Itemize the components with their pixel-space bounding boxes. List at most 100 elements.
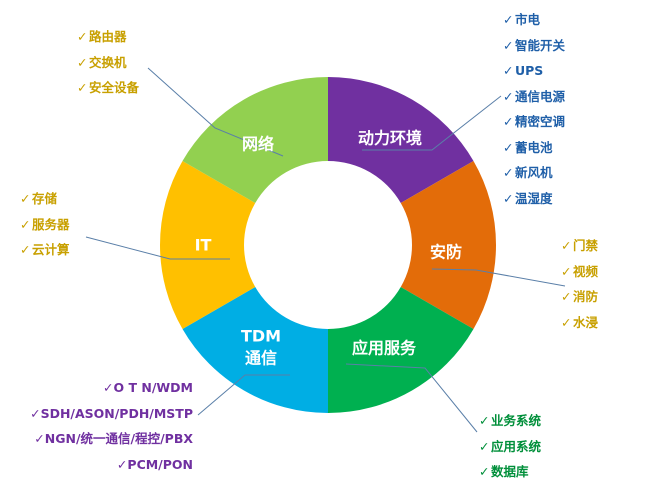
leader-line-security <box>431 268 566 287</box>
leader-lines <box>85 67 566 433</box>
list-item-label: 温湿度 <box>515 190 553 206</box>
list-item: ✓智能开关 <box>503 33 565 59</box>
list-item: ✓云计算 <box>20 237 70 263</box>
application-service-list: ✓业务系统✓应用系统✓数据库 <box>479 408 541 485</box>
check-icon: ✓ <box>561 314 572 330</box>
check-icon: ✓ <box>503 88 514 104</box>
list-item-label: NGN/统一通信/程控/PBX <box>44 431 193 446</box>
list-item: ✓消防 <box>561 284 598 310</box>
list-item: ✓市电 <box>503 7 565 33</box>
leader-line-power <box>362 95 502 151</box>
segment-label-service: 应用服务 <box>352 339 417 358</box>
security-list: ✓门禁✓视频✓消防✓水浸 <box>561 233 598 335</box>
segment-label-tdm-line2: 通信 <box>245 349 277 368</box>
list-item-label: 存储 <box>32 191 58 206</box>
list-item-label: 精密空调 <box>515 114 566 129</box>
list-item-label: 水浸 <box>573 314 599 330</box>
list-item-label: SDH/ASON/PDH/MSTP <box>40 405 193 421</box>
list-item-label: 门禁 <box>573 238 599 253</box>
list-item-label: 业务系统 <box>491 413 542 428</box>
check-icon: ✓ <box>77 54 88 70</box>
list-item-label: 蓄电池 <box>515 139 553 155</box>
list-item: ✓PCM/PON <box>29 452 193 478</box>
check-icon: ✓ <box>77 80 88 95</box>
list-item: ✓NGN/统一通信/程控/PBX <box>29 426 193 452</box>
list-item-label: 云计算 <box>32 242 70 257</box>
check-icon: ✓ <box>561 238 572 253</box>
check-icon: ✓ <box>479 438 490 454</box>
check-icon: ✓ <box>34 431 45 446</box>
list-item-label: 应用系统 <box>491 438 542 454</box>
list-item-label: 安全设备 <box>89 80 140 95</box>
check-icon: ✓ <box>503 12 514 27</box>
check-icon: ✓ <box>503 190 514 206</box>
list-item: ✓O T N/WDM <box>29 375 193 401</box>
check-icon: ✓ <box>20 242 31 257</box>
list-item: ✓新风机 <box>503 160 565 186</box>
check-icon: ✓ <box>20 191 31 206</box>
ring-segment-network <box>182 287 328 413</box>
list-item-label: O T N/WDM <box>113 380 194 395</box>
check-icon: ✓ <box>503 37 514 53</box>
list-item: ✓安全设备 <box>77 75 139 101</box>
check-icon: ✓ <box>479 464 490 479</box>
segment-label-network: 网络 <box>242 135 274 154</box>
check-icon: ✓ <box>503 114 514 129</box>
list-item: ✓应用系统 <box>479 434 541 460</box>
ring-segment-service <box>328 77 474 203</box>
segment-label-tdm-line1: TDM <box>241 327 281 346</box>
check-icon: ✓ <box>561 289 572 304</box>
list-item: ✓精密空调 <box>503 109 565 135</box>
list-item-label: 市电 <box>515 12 541 27</box>
ring-segments <box>160 77 496 413</box>
list-item-label: 视频 <box>573 263 599 279</box>
list-item-label: 新风机 <box>515 165 553 180</box>
list-item-label: 智能开关 <box>515 37 566 53</box>
list-item: ✓路由器 <box>77 24 139 50</box>
segment-labels: 网络 动力环境 安防 应用服务 TDM 通信 IT <box>195 129 462 368</box>
ring-segment-security <box>182 77 328 203</box>
list-item: ✓水浸 <box>561 310 598 336</box>
leader-line-service <box>345 363 478 433</box>
segment-label-security: 安防 <box>430 243 462 262</box>
check-icon: ✓ <box>503 63 514 78</box>
ring-segment-it <box>328 287 474 413</box>
ring-segment-tdm <box>400 161 496 329</box>
check-icon: ✓ <box>20 216 31 232</box>
list-item-label: 消防 <box>573 289 599 304</box>
it-device-list: ✓存储✓服务器✓云计算 <box>20 186 70 263</box>
list-item-label: 通信电源 <box>515 88 566 104</box>
tdm-communication-list: ✓O T N/WDM✓SDH/ASON/PDH/MSTP✓NGN/统一通信/程控… <box>29 375 193 477</box>
list-item: ✓存储 <box>20 186 70 212</box>
list-item-label: UPS <box>515 63 544 78</box>
list-item: ✓服务器 <box>20 212 70 238</box>
list-item: ✓业务系统 <box>479 408 541 434</box>
list-item: ✓交换机 <box>77 50 139 76</box>
segment-label-power: 动力环境 <box>358 129 422 148</box>
check-icon: ✓ <box>30 405 41 421</box>
network-device-list: ✓路由器✓交换机✓安全设备 <box>77 24 139 101</box>
list-item: ✓UPS <box>503 58 565 84</box>
check-icon: ✓ <box>561 263 572 279</box>
list-item-label: 交换机 <box>89 54 127 70</box>
leader-line-network <box>147 67 284 157</box>
list-item: ✓视频 <box>561 259 598 285</box>
check-icon: ✓ <box>77 29 88 44</box>
check-icon: ✓ <box>103 380 114 395</box>
check-icon: ✓ <box>479 413 490 428</box>
ring-segment-power <box>160 161 256 329</box>
list-item-label: 路由器 <box>89 29 127 44</box>
list-item: ✓通信电源 <box>503 84 565 110</box>
leader-line-it <box>85 236 230 260</box>
check-icon: ✓ <box>503 165 514 180</box>
leader-line-tdm <box>197 374 290 416</box>
list-item-label: 服务器 <box>32 216 70 232</box>
list-item: ✓温湿度 <box>503 186 565 212</box>
list-item: ✓门禁 <box>561 233 598 259</box>
check-icon: ✓ <box>116 456 128 472</box>
list-item-label: PCM/PON <box>127 456 193 472</box>
list-item-label: 数据库 <box>491 464 529 479</box>
list-item: ✓数据库 <box>479 459 541 485</box>
power-environment-list: ✓市电✓智能开关✓UPS✓通信电源✓精密空调✓蓄电池✓新风机✓温湿度 <box>503 7 565 211</box>
